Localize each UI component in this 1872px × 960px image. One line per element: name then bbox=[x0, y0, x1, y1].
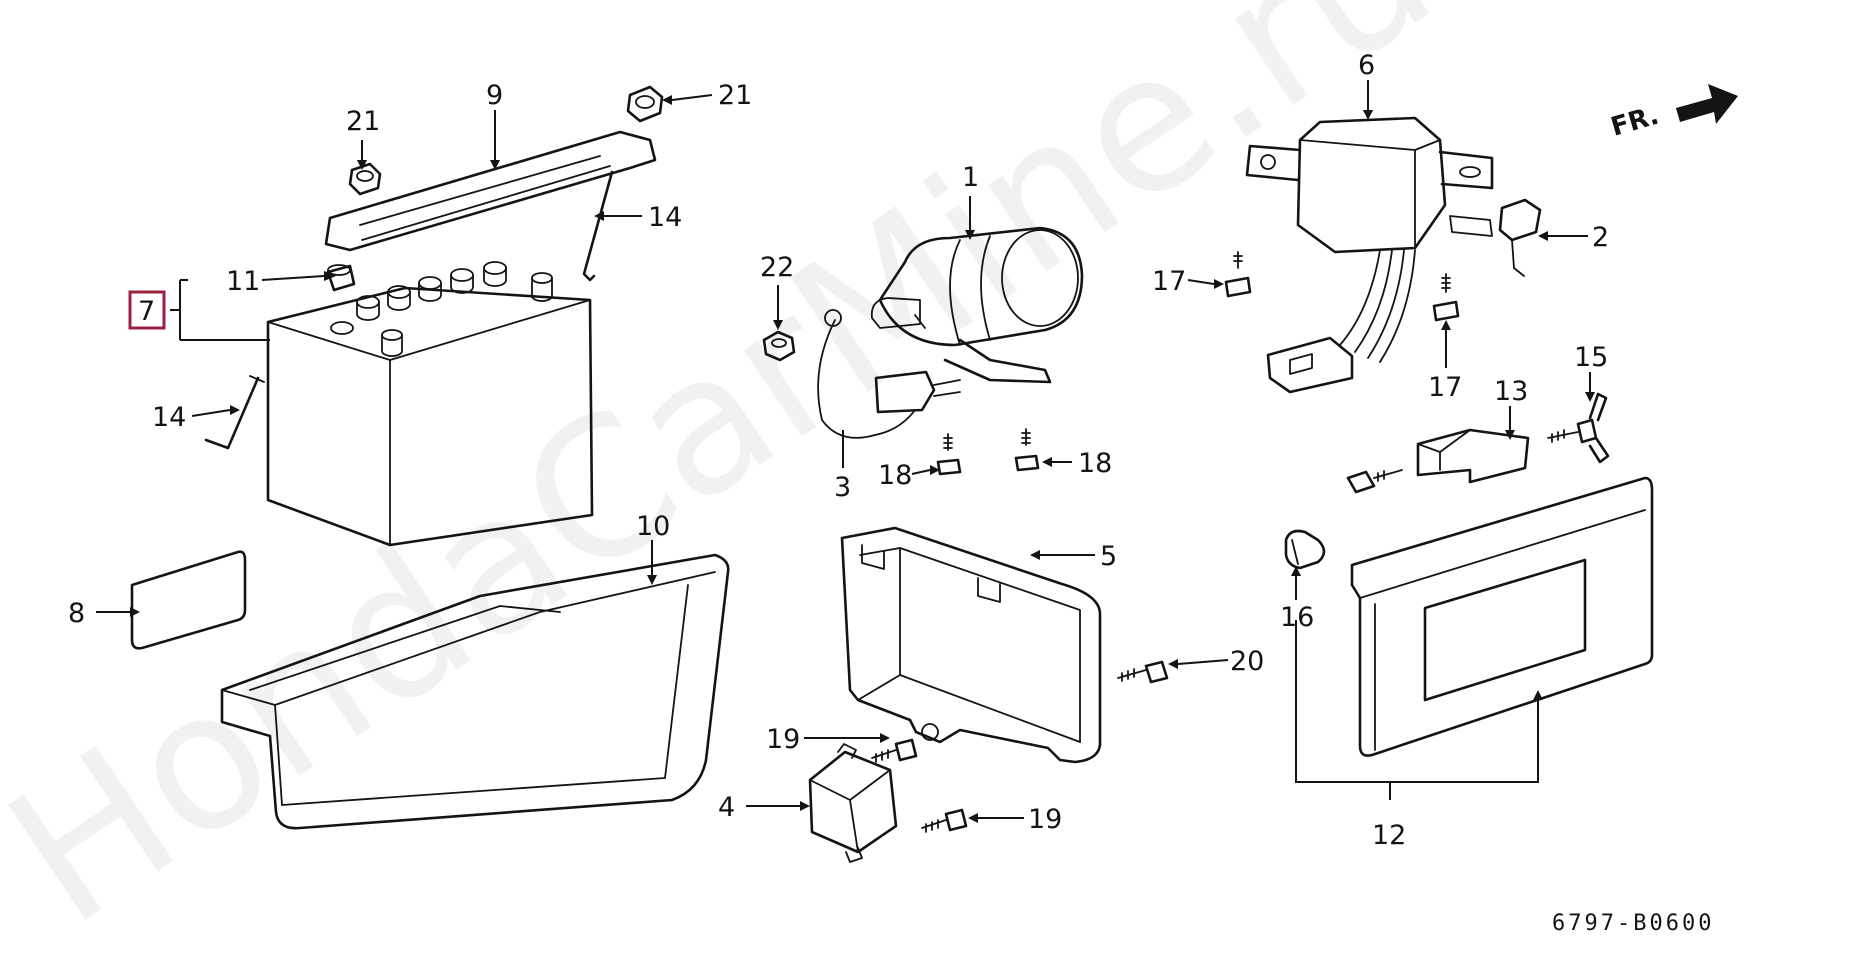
callout-19-upper[interactable]: 19 bbox=[766, 724, 800, 755]
callout-17-left[interactable]: 17 bbox=[1152, 266, 1186, 297]
igniter-unit-4[interactable] bbox=[808, 743, 898, 863]
ignition-coil[interactable] bbox=[870, 226, 1084, 384]
callout-18-left[interactable]: 18 bbox=[878, 460, 912, 491]
callout-15[interactable]: 15 bbox=[1574, 342, 1608, 373]
callout-7[interactable]: 7 bbox=[138, 296, 155, 327]
bolt-bracket[interactable] bbox=[1346, 469, 1403, 494]
callout-1[interactable]: 1 bbox=[962, 162, 979, 193]
callout-8[interactable]: 8 bbox=[68, 598, 85, 629]
cover-12[interactable] bbox=[1350, 476, 1654, 757]
bolt-20[interactable] bbox=[1117, 660, 1169, 684]
cap-16[interactable] bbox=[1284, 529, 1326, 570]
callout-20[interactable]: 20 bbox=[1230, 646, 1264, 677]
front-direction-label: FR. bbox=[1608, 101, 1663, 143]
callout-19-lower[interactable]: 19 bbox=[1028, 804, 1062, 835]
bolt-18-left[interactable] bbox=[936, 433, 962, 476]
regulator-6[interactable] bbox=[1245, 116, 1494, 394]
hold-down-rod-14-upper[interactable] bbox=[582, 170, 614, 282]
callout-2[interactable]: 2 bbox=[1592, 222, 1609, 253]
nut-22[interactable] bbox=[762, 330, 796, 362]
callout-7-highlight bbox=[128, 290, 166, 330]
callout-11[interactable]: 11 bbox=[226, 266, 260, 297]
callout-6[interactable]: 6 bbox=[1358, 50, 1375, 81]
leader-lines bbox=[96, 80, 1595, 823]
callout-21-right[interactable]: 21 bbox=[718, 80, 752, 111]
hold-down-rod-14-lower[interactable] bbox=[204, 375, 265, 450]
callout-13[interactable]: 13 bbox=[1494, 376, 1528, 407]
bolt-18-right[interactable] bbox=[1014, 428, 1040, 472]
bolt-19-lower[interactable] bbox=[921, 808, 968, 833]
callout-21-left[interactable]: 21 bbox=[346, 106, 380, 137]
callout-9[interactable]: 9 bbox=[486, 80, 503, 111]
battery-tray-10[interactable] bbox=[220, 553, 730, 830]
control-box-cover-5[interactable] bbox=[840, 526, 1102, 764]
callout-14-upper[interactable]: 14 bbox=[648, 202, 682, 233]
callout-17-right[interactable]: 17 bbox=[1428, 372, 1462, 403]
coil-lead-3[interactable] bbox=[817, 309, 961, 439]
callout-3[interactable]: 3 bbox=[834, 472, 851, 503]
battery-hold-down-bar[interactable] bbox=[324, 130, 657, 252]
battery-pad-8[interactable] bbox=[130, 550, 247, 650]
bracket-13[interactable] bbox=[1416, 428, 1530, 484]
callout-16[interactable]: 16 bbox=[1280, 602, 1314, 633]
front-arrow-icon bbox=[1676, 84, 1738, 124]
wing-bolt-15[interactable] bbox=[1547, 392, 1610, 464]
callout-18-right[interactable]: 18 bbox=[1078, 448, 1112, 479]
terminal-cap-11[interactable] bbox=[326, 264, 356, 292]
callout-10[interactable]: 10 bbox=[636, 511, 670, 542]
bolt-19-upper[interactable] bbox=[871, 738, 918, 763]
nut-21-left[interactable] bbox=[348, 162, 382, 196]
callout-22[interactable]: 22 bbox=[760, 252, 794, 283]
nut-21-right[interactable] bbox=[626, 85, 664, 123]
callout-14-lower[interactable]: 14 bbox=[152, 402, 186, 433]
callout-5[interactable]: 5 bbox=[1100, 541, 1117, 572]
connector-2[interactable] bbox=[1449, 198, 1542, 277]
bolt-17-right[interactable] bbox=[1432, 273, 1460, 322]
diagram-code: 6797-B0600 bbox=[1552, 911, 1714, 936]
bolt-17-left[interactable] bbox=[1224, 251, 1252, 298]
callout-12[interactable]: 12 bbox=[1372, 820, 1406, 851]
front-direction-indicator: FR. bbox=[1608, 84, 1738, 143]
battery[interactable] bbox=[266, 261, 594, 547]
callout-labels: 1 2 3 4 5 6 7 8 9 10 11 12 13 14 14 15 1… bbox=[68, 50, 1609, 851]
callout-4[interactable]: 4 bbox=[718, 792, 735, 823]
